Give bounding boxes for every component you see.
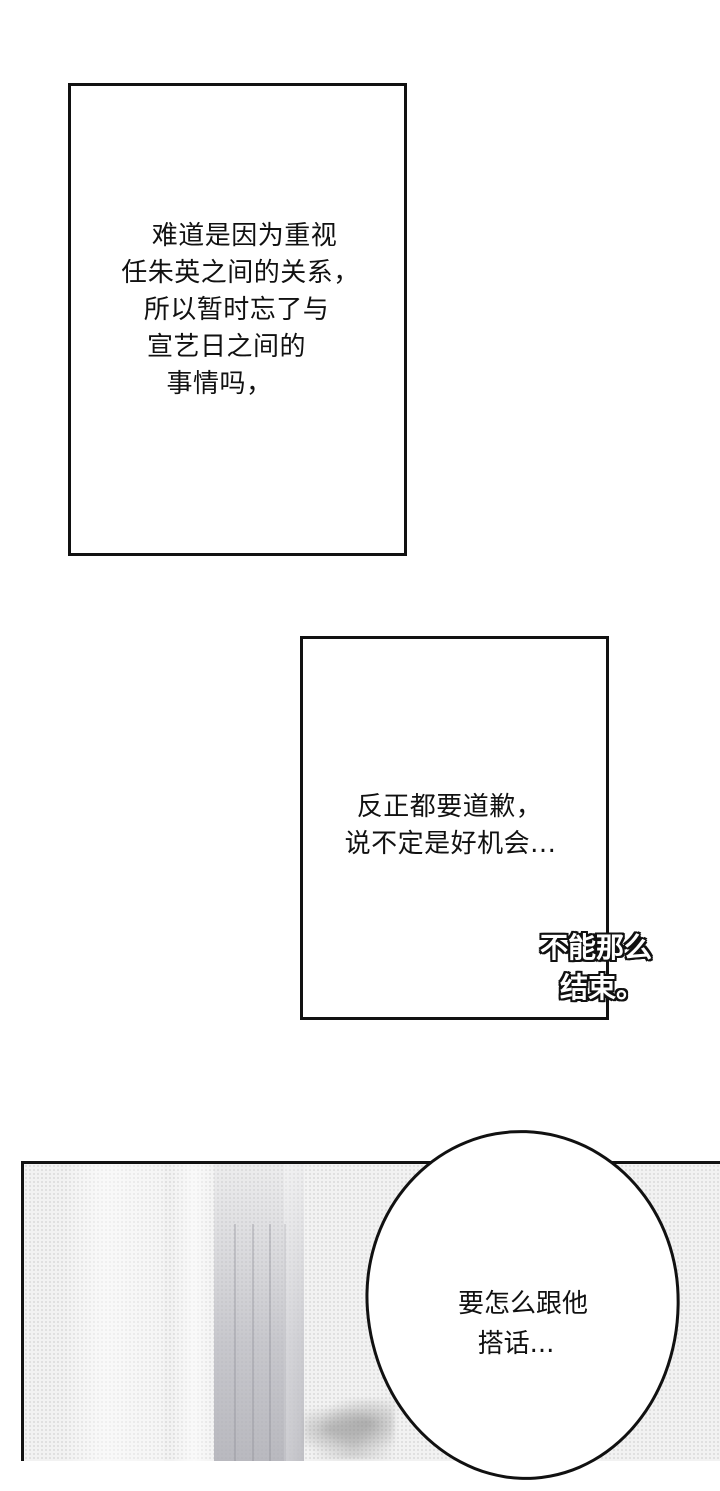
- narration-line: 任朱英之间的关系，: [121, 258, 360, 288]
- narration-panel-2: 反正都要道歉， 说不定是好机会...: [300, 636, 609, 1020]
- curtain-drape-shadow: [214, 1164, 304, 1461]
- narration-line: 宣艺日之间的: [146, 332, 306, 362]
- speech-bubble-text: 要怎么跟他 搭话...: [366, 1284, 680, 1364]
- caption-line: 结束。: [560, 971, 645, 1004]
- bubble-line: 搭话...: [477, 1329, 555, 1359]
- narration-text-1: 难道是因为重视 任朱英之间的关系， 所以暂时忘了与 宣艺日之间的 事情吗，: [71, 218, 404, 403]
- narration-line: 反正都要道歉，: [356, 792, 543, 822]
- curtain-drape: [174, 1164, 214, 1461]
- curtain-fold-line: [252, 1224, 254, 1461]
- narration-line: 所以暂时忘了与: [143, 295, 330, 325]
- curtain-fold-line: [269, 1224, 271, 1461]
- bubble-line: 要怎么跟他: [457, 1289, 588, 1319]
- narration-panel-1: 难道是因为重视 任朱英之间的关系， 所以暂时忘了与 宣艺日之间的 事情吗，: [68, 83, 407, 556]
- narration-line: 事情吗，: [166, 369, 273, 399]
- curtain-fold-line: [284, 1224, 286, 1461]
- blurred-foliage: [304, 1399, 394, 1459]
- narration-line: 说不定是好机会...: [344, 829, 557, 859]
- narration-line: 难道是因为重视: [151, 221, 338, 251]
- narration-text-2: 反正都要道歉， 说不定是好机会...: [303, 789, 606, 863]
- curtain-fold-line: [234, 1224, 236, 1461]
- outlined-caption: 不能那么 结束。: [540, 928, 652, 1008]
- caption-line: 不能那么: [540, 931, 653, 964]
- curtain-drape: [64, 1164, 164, 1461]
